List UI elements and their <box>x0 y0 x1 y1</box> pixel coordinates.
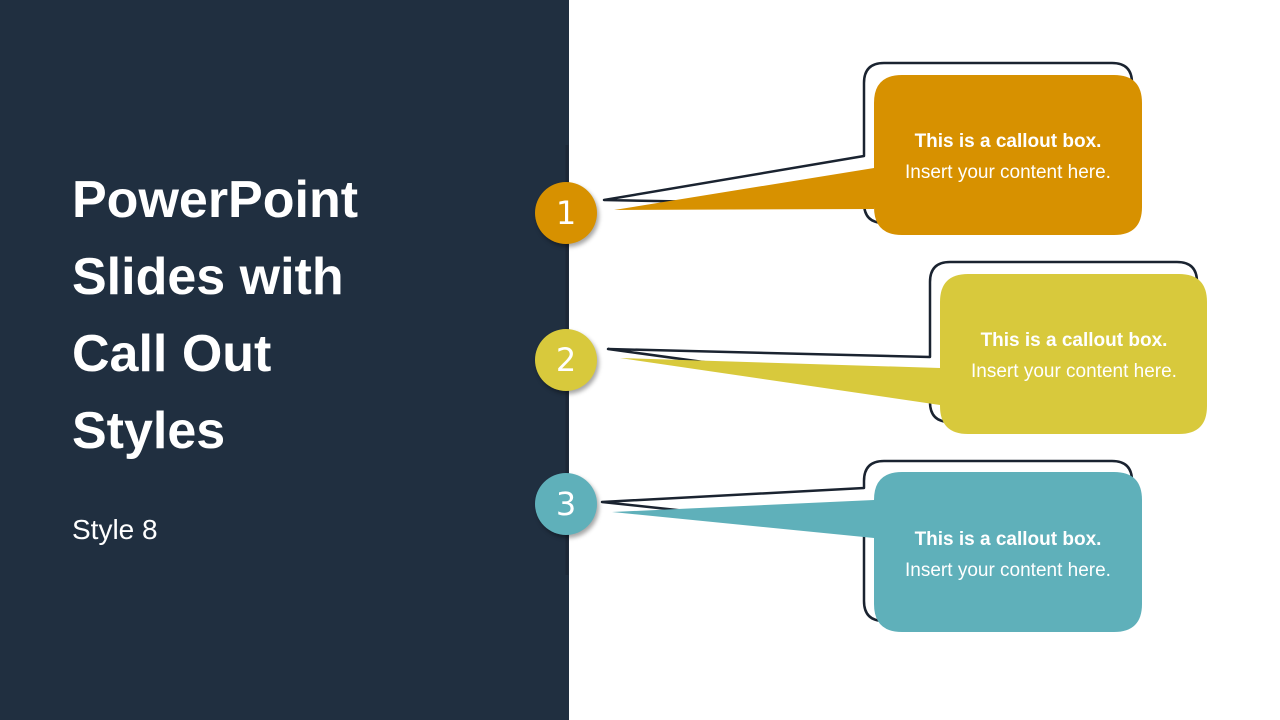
callout-2-text: This is a callout box. Insert your conte… <box>940 325 1208 387</box>
slide-subtitle: Style 8 <box>72 514 158 545</box>
callout-1-shape <box>602 61 1142 235</box>
callout-2-body: Insert your content here. <box>971 361 1177 382</box>
slide-title: PowerPoint Slides with Call Out Styles <box>72 162 492 470</box>
callout-2-number-badge: 2 <box>535 329 597 391</box>
callout-3-shape <box>600 459 1142 632</box>
callout-3-number-badge: 3 <box>535 473 597 535</box>
callout-2-heading: This is a callout box. <box>980 330 1168 351</box>
callout-3-body: Insert your content here. <box>905 560 1111 581</box>
callout-1-body: Insert your content here. <box>905 162 1111 183</box>
slide-title-line: Call Out <box>72 325 272 383</box>
slide-title-line: PowerPoint <box>72 171 359 229</box>
callout-1-fill <box>614 75 1142 235</box>
title-panel <box>0 0 569 720</box>
callout-1-number-badge: 1 <box>535 182 597 244</box>
callout-1-heading: This is a callout box. <box>914 131 1102 152</box>
slide-title-line: Styles <box>72 402 226 460</box>
slide-title-line: Slides with <box>72 248 344 306</box>
callout-1-text: This is a callout box. Insert your conte… <box>874 126 1142 188</box>
callout-3-heading: This is a callout box. <box>914 529 1102 550</box>
callout-3-text: This is a callout box. Insert your conte… <box>874 524 1142 586</box>
callout-3-fill <box>612 472 1142 632</box>
callout-2-fill <box>620 274 1207 434</box>
callout-2-shape <box>606 260 1207 434</box>
